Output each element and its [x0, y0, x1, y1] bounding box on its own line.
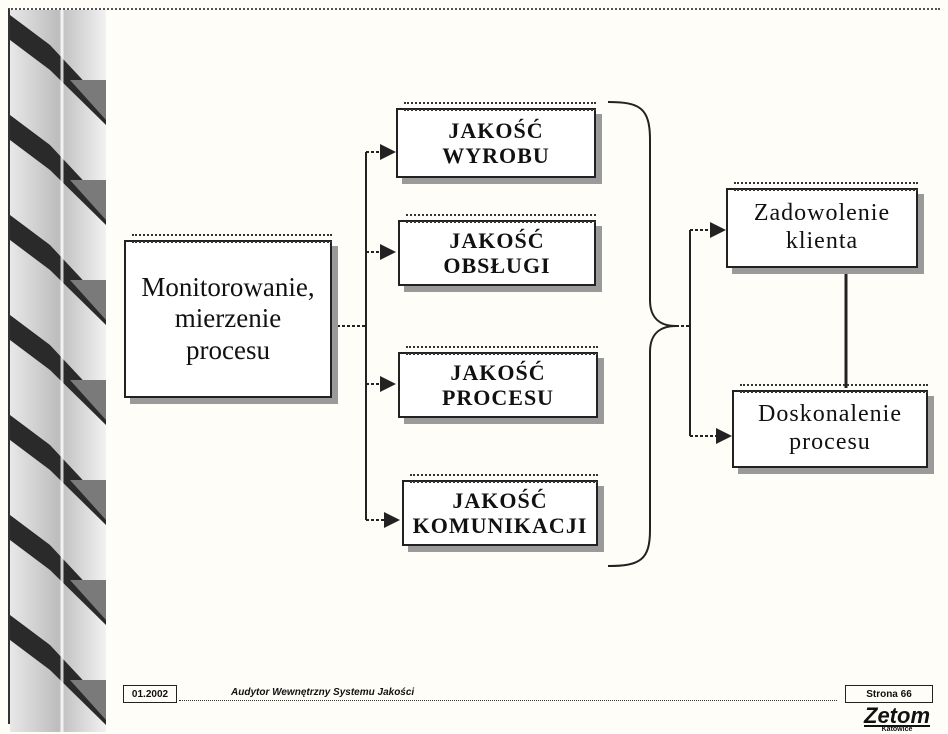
quality-box-line-2: OBSŁUGI [443, 253, 550, 278]
quality-box-line-1: JAKOŚĆ [448, 118, 543, 143]
footer-page-number: Strona 66 [845, 685, 933, 703]
quality-box-wyrobu: JAKOŚĆ WYROBU [396, 108, 596, 178]
source-line-2: mierzenie [175, 303, 281, 334]
source-line-1: Monitorowanie, [141, 272, 314, 303]
outcome-box-line-2: procesu [789, 429, 871, 457]
curly-brace [608, 102, 676, 566]
quality-box-line-2: WYROBU [442, 143, 549, 168]
zetom-logo: Zetom Katowice [864, 706, 930, 734]
source-line-3: procesu [186, 335, 270, 366]
quality-box-line-1: JAKOŚĆ [449, 228, 544, 253]
outcome-box-line-1: Zadowolenie [754, 200, 890, 228]
quality-box-line-2: KOMUNIKACJI [413, 513, 588, 538]
footer-title: Audytor Wewnętrzny Systemu Jakości [231, 687, 414, 698]
logo-name: Zetom [864, 706, 930, 726]
outcome-box-line-2: klienta [786, 228, 858, 256]
quality-box-line-2: PROCESU [442, 385, 554, 410]
outcome-box-zadowolenie: Zadowolenie klienta [726, 188, 918, 268]
slide-footer: 01.2002 Audytor Wewnętrzny Systemu Jakoś… [123, 685, 933, 703]
quality-box-procesu: JAKOŚĆ PROCESU [398, 352, 598, 418]
footer-date: 01.2002 [123, 685, 177, 703]
source-box: Monitorowanie, mierzenie procesu [124, 240, 332, 398]
outcome-box-doskonalenie: Doskonalenie procesu [732, 390, 928, 468]
quality-box-komunikacji: JAKOŚĆ KOMUNIKACJI [402, 480, 598, 546]
quality-box-obslugi: JAKOŚĆ OBSŁUGI [398, 220, 596, 286]
outcome-box-line-1: Doskonalenie [758, 401, 902, 429]
quality-box-line-1: JAKOŚĆ [450, 360, 545, 385]
footer-divider [179, 700, 837, 701]
quality-box-line-1: JAKOŚĆ [452, 488, 547, 513]
